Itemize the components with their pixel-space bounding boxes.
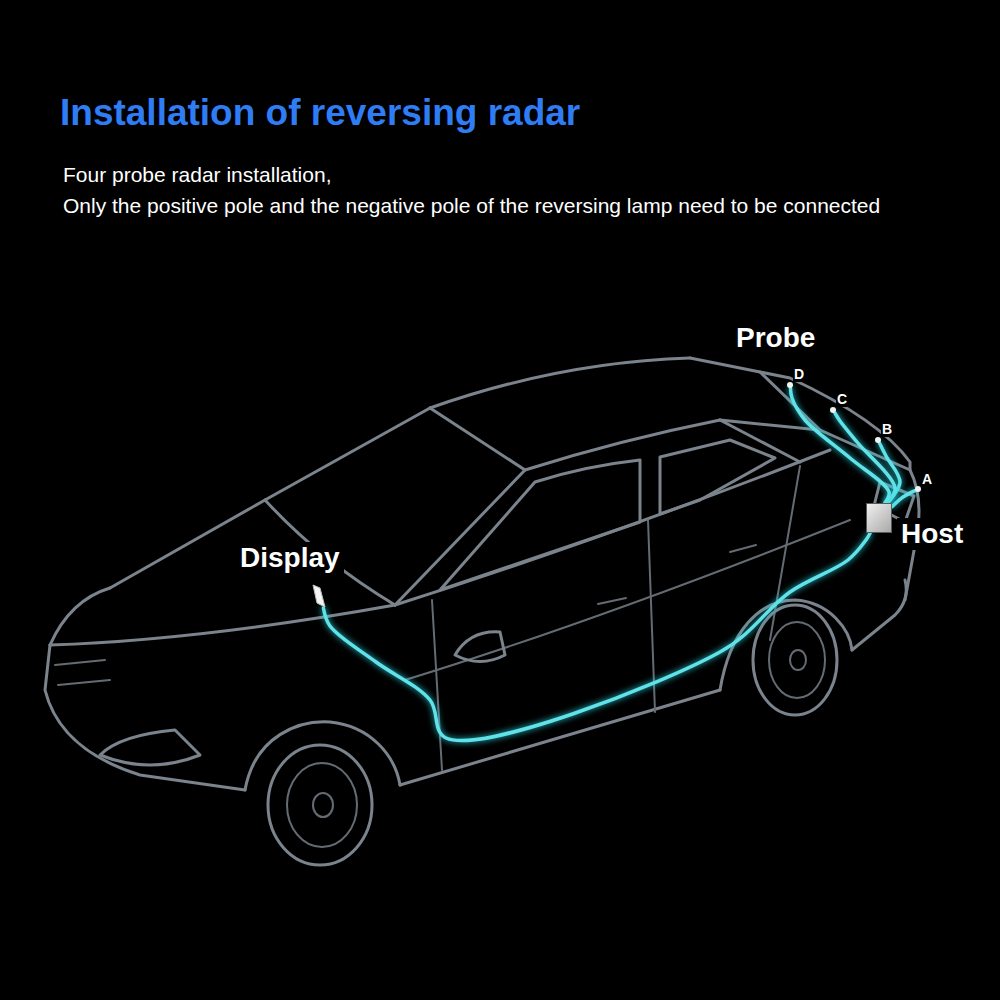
hood-front — [50, 588, 110, 645]
rear-hub — [790, 650, 806, 670]
front-tyre — [268, 745, 372, 865]
character-line — [405, 520, 850, 680]
host-box: Host — [866, 503, 892, 533]
display-screen: Display — [312, 584, 326, 608]
belt-line — [395, 450, 830, 605]
display-shape — [313, 585, 325, 607]
grille — [55, 660, 110, 685]
door-seam — [770, 466, 800, 640]
door-handle — [730, 545, 756, 552]
description-text: Four probe radar installation, — [63, 160, 943, 190]
cable — [323, 533, 870, 740]
rear-window — [690, 358, 820, 430]
description-text: Only the positive pole and the negative … — [63, 191, 943, 221]
probe-point: A — [915, 486, 921, 492]
rear-wheel-arch — [720, 600, 852, 690]
headlight — [100, 730, 200, 765]
rear-side-window — [660, 440, 775, 514]
front-rim — [287, 763, 357, 847]
roof-far — [430, 358, 690, 408]
front-bumper — [45, 645, 245, 790]
roof-front — [430, 408, 525, 470]
rear-lower — [852, 580, 906, 650]
rear-tyre — [753, 605, 837, 715]
cable — [790, 388, 889, 503]
front-wheel-arch — [245, 722, 400, 790]
probe-point: D — [787, 382, 793, 388]
probe-letter: B — [881, 421, 893, 437]
side-mirror — [455, 632, 505, 662]
probe-point: C — [830, 407, 836, 413]
car-body — [45, 358, 919, 790]
door-seam — [432, 600, 442, 770]
part-label: Display — [236, 542, 344, 574]
title-text: Installation of reversing radar — [60, 92, 580, 134]
group-label: Probe — [732, 322, 819, 354]
display-outline — [312, 584, 326, 608]
front-hub — [313, 793, 333, 817]
a-pillar — [265, 408, 430, 500]
rear-rim — [769, 622, 825, 698]
probe-letter: D — [793, 366, 805, 382]
probe-letter: C — [836, 391, 848, 407]
front-side-window — [440, 460, 640, 590]
probe-letter: A — [921, 471, 933, 487]
part-label: Host — [897, 518, 967, 550]
probe-point: B — [875, 437, 881, 443]
door-handle — [598, 598, 626, 604]
